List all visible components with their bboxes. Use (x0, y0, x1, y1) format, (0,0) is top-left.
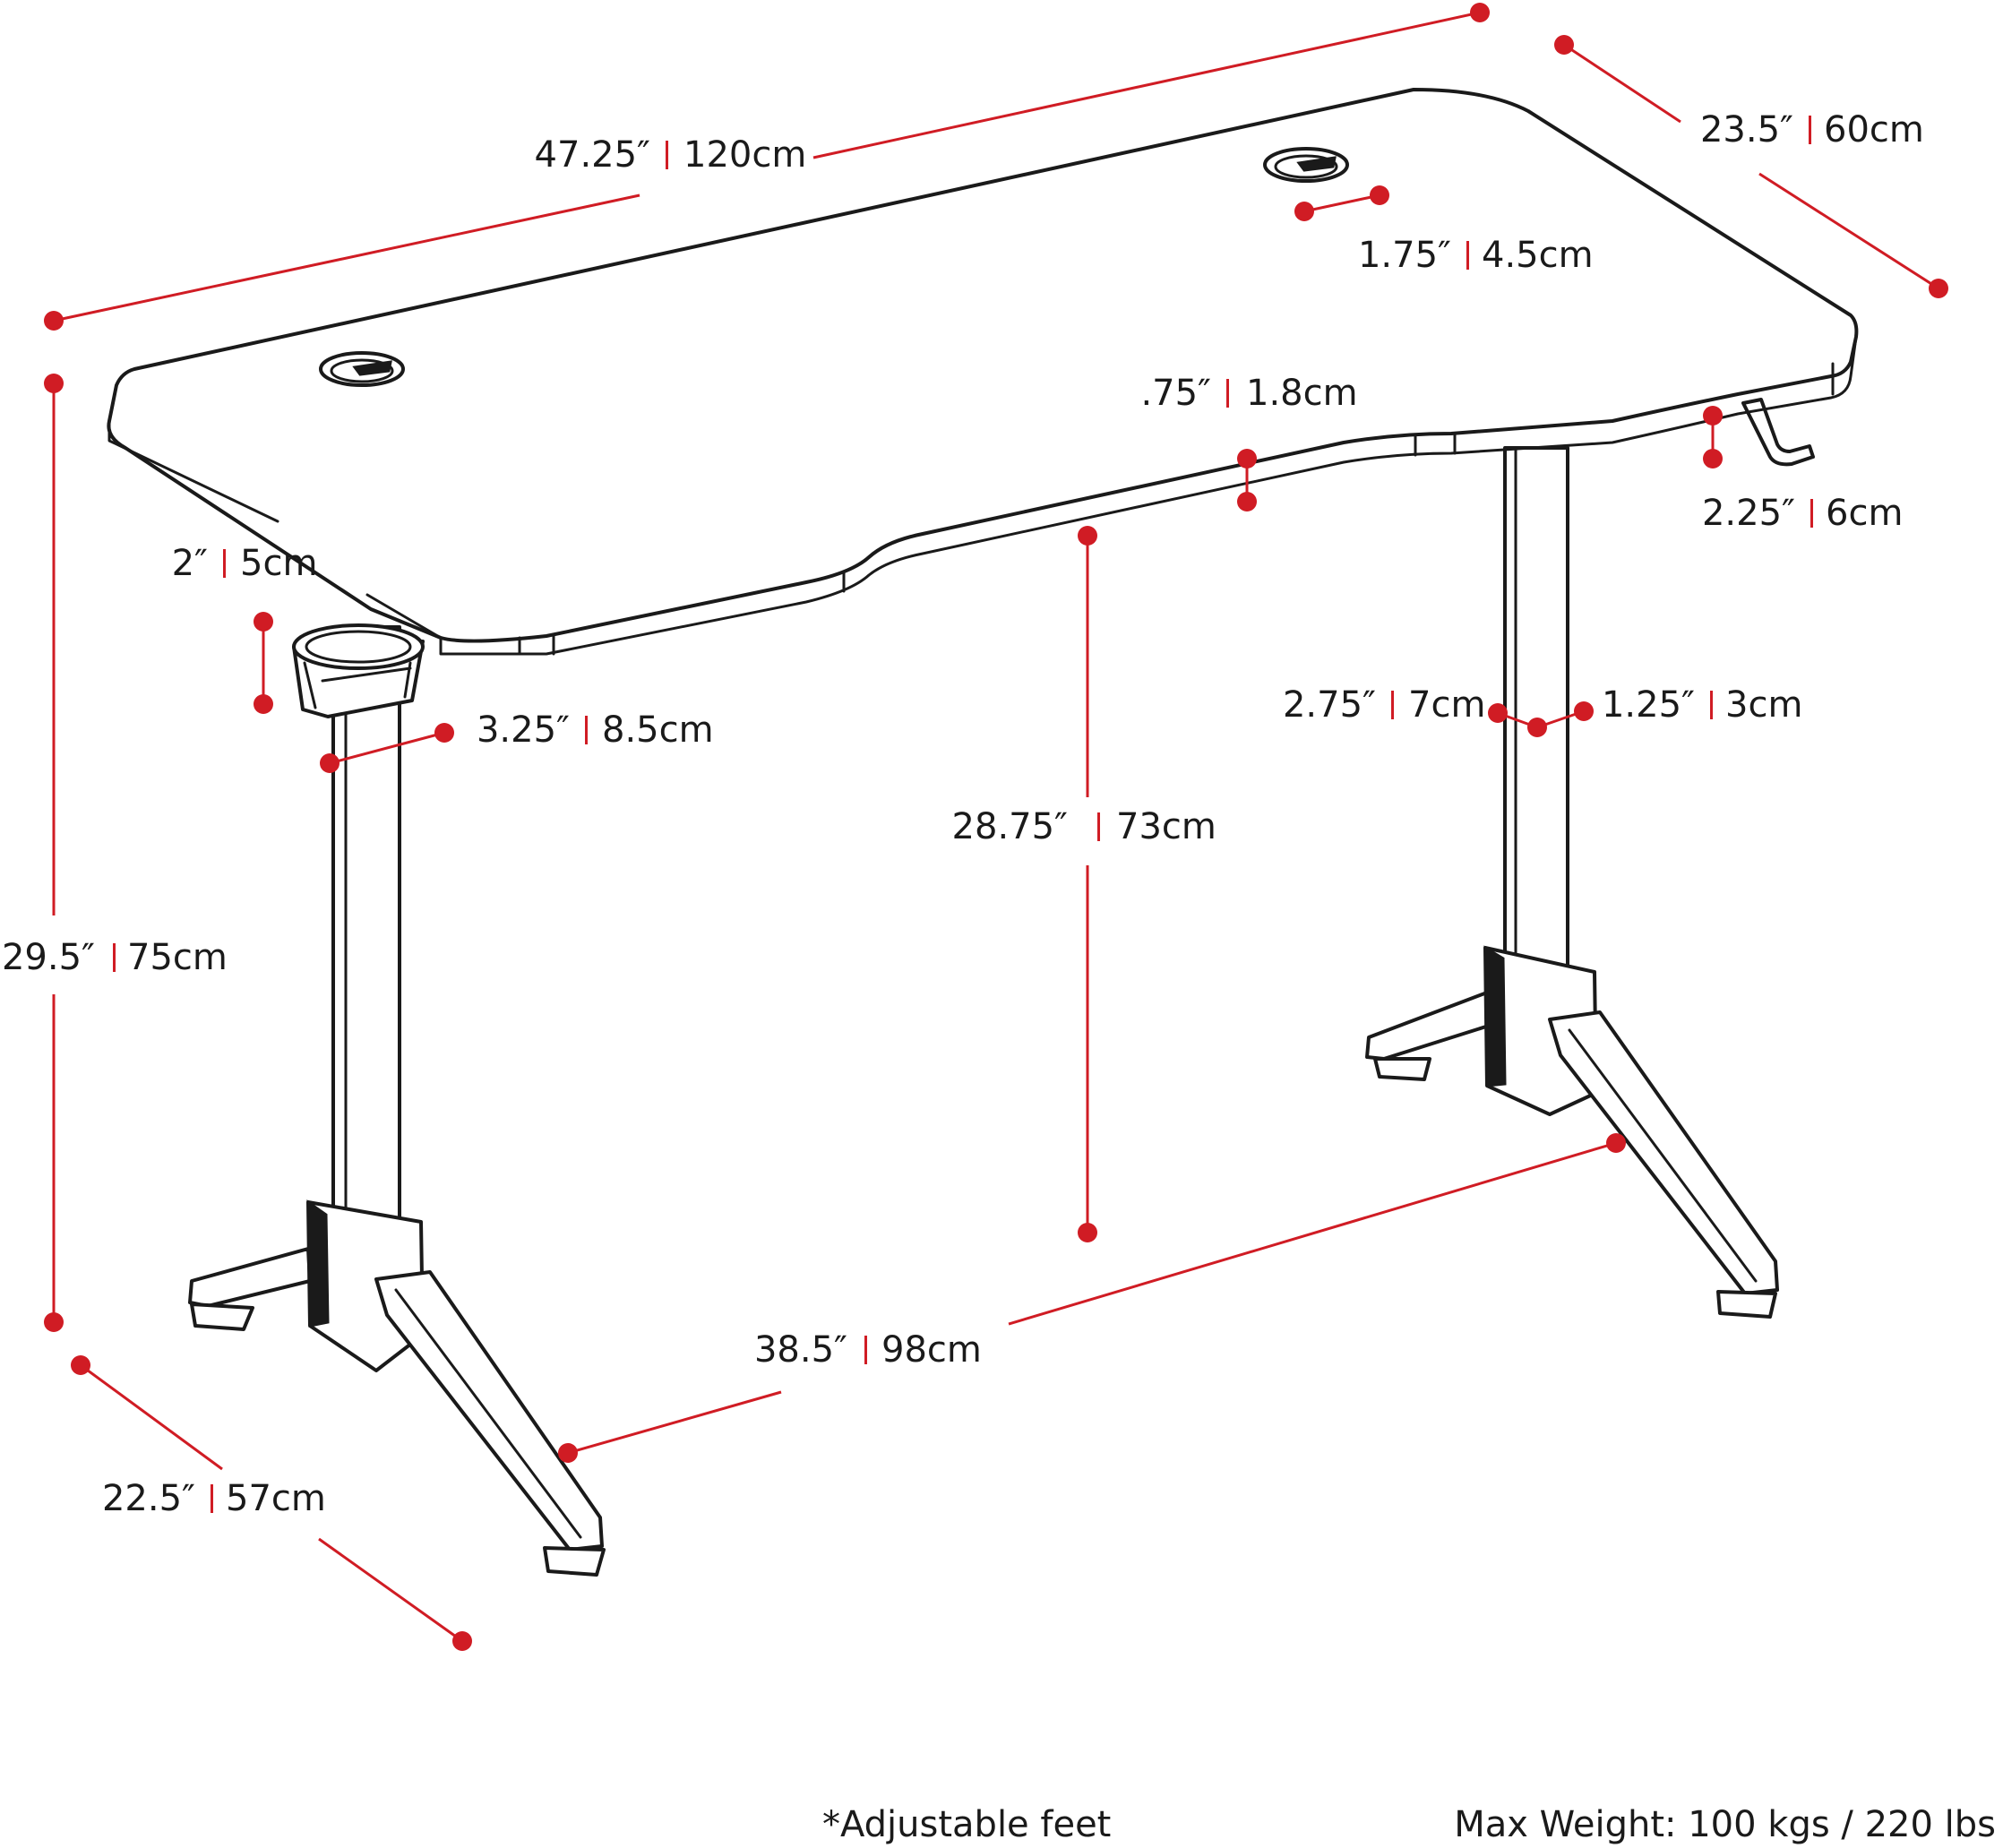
label-cup-holder-width-imperial: 3.25″ (477, 709, 570, 751)
label-hook-metric: 6cm (1826, 493, 1903, 534)
dim-desk-width-line (44, 3, 1490, 331)
desktop (107, 88, 1859, 656)
cup-holder (292, 623, 425, 718)
adjustable-feet-note: *Adjustable feet (822, 1804, 1111, 1845)
label-leg-width-metric: 3cm (1725, 684, 1802, 726)
label-knee-clearance-metric: 73cm (1116, 806, 1216, 847)
label-leg-spacing-metric: 98cm (881, 1329, 982, 1371)
label-desk-width: 47.25″ 120cm (535, 134, 807, 176)
label-leg-depth-metric: 7cm (1408, 684, 1485, 726)
label-cup-holder-height-imperial: 2″ (172, 543, 208, 584)
label-knee-clearance-imperial: 28.75″ (952, 806, 1068, 847)
cable-grommet-right (1263, 147, 1349, 183)
dim-overall-height-line (44, 374, 64, 1332)
label-desk-depth-imperial: 23.5″ (1700, 109, 1793, 150)
label-grommet: 1.75″ 4.5cm (1358, 235, 1594, 276)
dim-desk-depth-line (1554, 35, 1948, 298)
cable-grommet-left (319, 351, 405, 387)
label-leg-width-imperial: 1.25″ (1602, 684, 1695, 726)
headphone-hook (1741, 398, 1815, 467)
dim-top-thickness-line (1237, 449, 1257, 511)
label-leg-width: 1.25″ 3cm (1602, 684, 1802, 726)
dim-hook-line (1703, 406, 1723, 468)
dimension-lines (44, 3, 1948, 1651)
label-grommet-metric: 4.5cm (1482, 235, 1594, 276)
label-leg-depth-imperial: 2.75″ (1283, 684, 1376, 726)
label-top-thickness-metric: 1.8cm (1246, 373, 1358, 414)
dim-leg-spacing-line (558, 1133, 1626, 1463)
dimension-labels: 47.25″ 120cm 23.5″ 60cm 1.75″ 4.5cm .75″… (2, 109, 1924, 1519)
label-base-depth-imperial: 22.5″ (102, 1478, 195, 1519)
label-grommet-imperial: 1.75″ (1358, 235, 1451, 276)
label-desk-width-metric: 120cm (683, 134, 806, 176)
label-overall-height-metric: 75cm (127, 937, 228, 978)
label-desk-depth-metric: 60cm (1824, 109, 1924, 150)
label-leg-depth: 2.75″ 7cm (1283, 684, 1485, 726)
dim-base-depth-line (71, 1355, 472, 1651)
dim-grommet-line (1294, 185, 1389, 221)
left-leg (188, 623, 606, 1577)
label-cup-holder-height: 2″ 5cm (172, 543, 318, 584)
label-desk-width-imperial: 47.25″ (535, 134, 650, 176)
label-leg-spacing-imperial: 38.5″ (754, 1329, 847, 1371)
label-cup-holder-width: 3.25″ 8.5cm (477, 709, 714, 751)
dim-leg-section-line (1488, 701, 1594, 737)
max-weight-note: Max Weight: 100 kgs / 220 lbs (1454, 1804, 1996, 1845)
label-base-depth-metric: 57cm (226, 1478, 326, 1519)
dim-cup-holder-height-line (254, 612, 273, 714)
label-cup-holder-height-metric: 5cm (240, 543, 317, 584)
label-overall-height-imperial: 29.5″ (2, 937, 95, 978)
label-knee-clearance: 28.75″ 73cm (952, 806, 1216, 847)
footer-notes: *Adjustable feet Max Weight: 100 kgs / 2… (822, 1804, 1996, 1845)
right-leg (1365, 446, 1779, 1319)
label-base-depth: 22.5″ 57cm (102, 1478, 326, 1519)
label-leg-spacing: 38.5″ 98cm (754, 1329, 982, 1371)
label-overall-height: 29.5″ 75cm (2, 937, 228, 978)
desk-drawing (107, 88, 1859, 1577)
label-hook-imperial: 2.25″ (1702, 493, 1795, 534)
label-top-thickness: .75″ 1.8cm (1140, 373, 1357, 414)
label-cup-holder-width-metric: 8.5cm (602, 709, 714, 751)
label-hook: 2.25″ 6cm (1702, 493, 1903, 534)
label-top-thickness-imperial: .75″ (1140, 373, 1211, 414)
dim-knee-clearance-line (1078, 526, 1097, 1242)
dim-cup-holder-width-line (320, 723, 454, 773)
label-desk-depth: 23.5″ 60cm (1700, 109, 1924, 150)
